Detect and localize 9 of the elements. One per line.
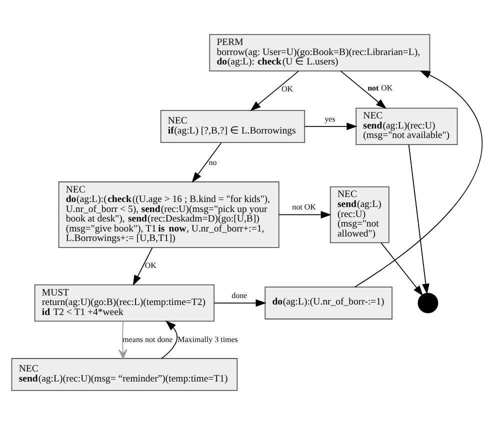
edge-label: Maximally 3 times — [178, 334, 238, 344]
edge-label: not OK — [292, 202, 316, 212]
edge-label: not OK — [368, 84, 393, 93]
edge-label: done — [232, 290, 248, 300]
edge-label: means not done — [122, 334, 173, 344]
edge-label: OK — [282, 84, 294, 94]
edge-label: OK — [144, 261, 156, 270]
edge-label: yes — [324, 114, 336, 124]
edge-label: no — [208, 158, 217, 168]
